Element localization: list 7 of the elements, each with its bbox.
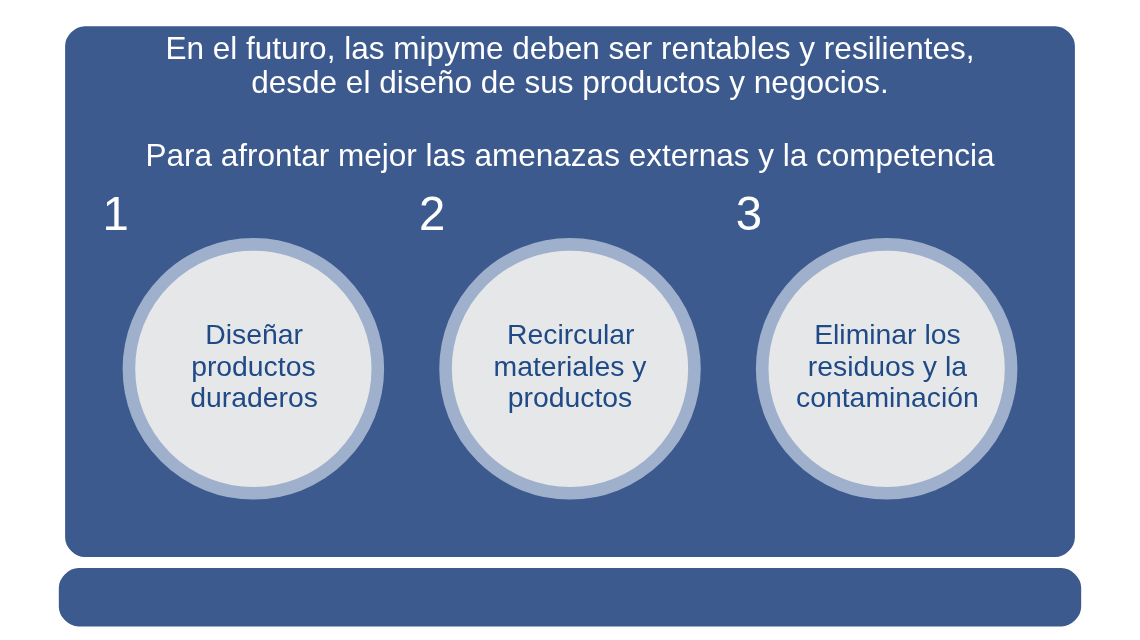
node-label: 2 bbox=[419, 187, 446, 241]
node-label: 3 bbox=[735, 187, 762, 241]
node-circle: Eliminar los residuos y la contaminación bbox=[755, 238, 1018, 500]
node-label: 1 bbox=[102, 187, 129, 241]
node-circle: Recircular materiales y productos bbox=[439, 238, 701, 500]
node-circle: Diseñar productos duraderos bbox=[122, 238, 385, 500]
node-box bbox=[58, 568, 1082, 627]
